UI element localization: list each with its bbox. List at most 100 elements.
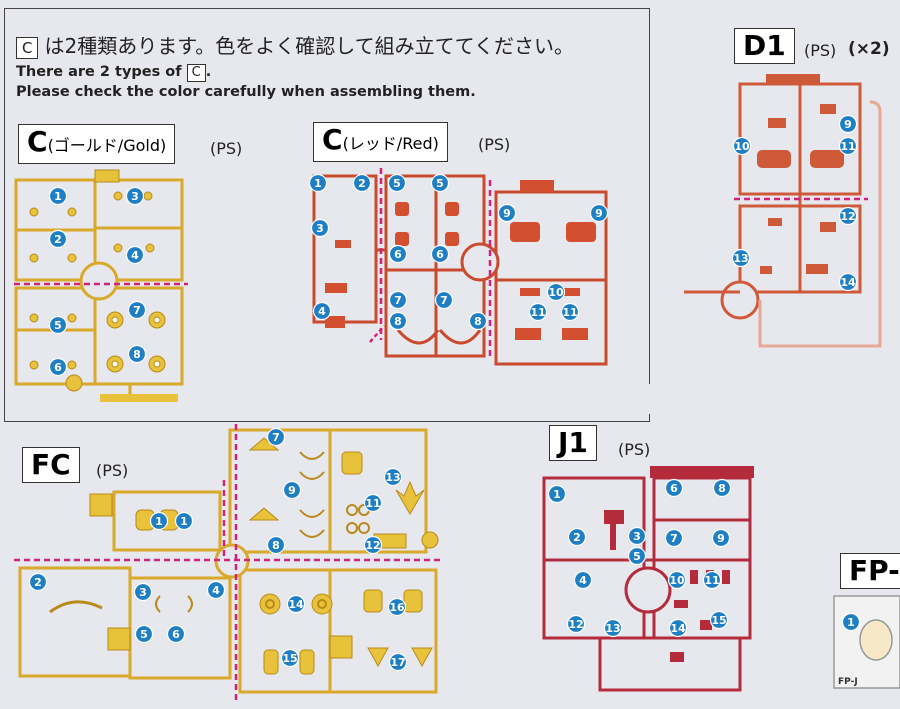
svg-text:6: 6 — [670, 482, 678, 495]
svg-text:7: 7 — [394, 294, 402, 307]
svg-text:7: 7 — [440, 294, 448, 307]
svg-text:9: 9 — [595, 207, 603, 220]
svg-text:2: 2 — [54, 233, 62, 246]
svg-text:8: 8 — [718, 482, 726, 495]
svg-text:1: 1 — [180, 515, 188, 528]
part-marker-c-red-6: 6 — [430, 244, 450, 264]
part-marker-c-gold-8: 8 — [127, 344, 147, 364]
part-marker-j1-14: 14 — [668, 618, 688, 638]
svg-text:12: 12 — [568, 618, 583, 631]
svg-text:7: 7 — [133, 304, 141, 317]
part-marker-j1-9: 9 — [711, 528, 731, 548]
part-marker-c-red-10: 10 — [546, 282, 566, 302]
part-marker-fc-17: 17 — [388, 652, 408, 672]
svg-text:13: 13 — [733, 252, 748, 265]
part-marker-c-red-9: 9 — [589, 203, 609, 223]
part-marker-c-red-11: 11 — [560, 302, 580, 322]
svg-text:10: 10 — [669, 574, 685, 587]
part-marker-c-red-1: 1 — [308, 173, 328, 193]
part-marker-c-red-8: 8 — [468, 311, 488, 331]
svg-text:4: 4 — [212, 584, 220, 597]
part-marker-j1-2: 2 — [567, 527, 587, 547]
part-marker-c-gold-1: 1 — [48, 186, 68, 206]
svg-text:11: 11 — [365, 497, 380, 510]
svg-text:9: 9 — [844, 118, 852, 131]
fc-title: FC — [22, 447, 80, 483]
part-marker-j1-7: 7 — [664, 528, 684, 548]
part-marker-c-red-8: 8 — [388, 311, 408, 331]
svg-text:4: 4 — [131, 249, 139, 262]
c-gold-name: (ゴールド/Gold) — [47, 136, 167, 155]
part-marker-j1-13: 13 — [603, 618, 623, 638]
part-marker-fc-4: 4 — [206, 580, 226, 600]
part-marker-fc-8: 8 — [266, 535, 286, 555]
part-marker-j1-8: 8 — [712, 478, 732, 498]
part-marker-c-gold-5: 5 — [48, 315, 68, 335]
part-marker-c-red-7: 7 — [388, 290, 408, 310]
part-marker-fc-6: 6 — [166, 624, 186, 644]
svg-text:13: 13 — [385, 471, 400, 484]
svg-text:14: 14 — [288, 598, 304, 611]
d1-count: (×2) — [848, 39, 890, 59]
svg-text:5: 5 — [393, 177, 401, 190]
svg-text:5: 5 — [633, 550, 641, 563]
svg-text:13: 13 — [605, 622, 620, 635]
svg-text:8: 8 — [394, 315, 402, 328]
part-marker-j1-3: 3 — [627, 526, 647, 546]
part-marker-c-red-6: 6 — [388, 244, 408, 264]
svg-text:9: 9 — [288, 484, 296, 497]
svg-text:5: 5 — [140, 628, 148, 641]
part-marker-j1-5: 5 — [627, 546, 647, 566]
part-marker-d1-11: 11 — [838, 136, 858, 156]
svg-text:3: 3 — [633, 530, 641, 543]
part-marker-j1-12: 12 — [566, 614, 586, 634]
svg-text:1: 1 — [155, 515, 163, 528]
part-marker-c-gold-2: 2 — [48, 229, 68, 249]
part-marker-fc-15: 15 — [280, 648, 300, 668]
svg-text:3: 3 — [131, 190, 139, 203]
part-marker-fc-2: 2 — [28, 572, 48, 592]
note-en-suffix: . — [205, 64, 212, 80]
svg-text:11: 11 — [704, 574, 719, 587]
note-jp-text: は2種類あります。色をよく確認して組み立ててください。 — [44, 34, 575, 58]
part-marker-c-red-5: 5 — [430, 173, 450, 193]
svg-text:15: 15 — [711, 614, 726, 627]
svg-text:6: 6 — [54, 361, 62, 374]
svg-text:3: 3 — [316, 222, 324, 235]
svg-text:2: 2 — [573, 531, 581, 544]
svg-text:12: 12 — [365, 539, 380, 552]
note-box-gap — [210, 384, 655, 414]
part-marker-d1-9: 9 — [838, 114, 858, 134]
part-marker-j1-6: 6 — [664, 478, 684, 498]
svg-text:9: 9 — [503, 207, 511, 220]
runner-c-gold — [14, 169, 184, 402]
svg-text:6: 6 — [394, 248, 402, 261]
svg-text:17: 17 — [390, 656, 405, 669]
j1-title: J1 — [549, 425, 597, 461]
svg-text:6: 6 — [436, 248, 444, 261]
c-red-material: (PS) — [478, 135, 511, 154]
part-marker-j1-1: 1 — [547, 484, 567, 504]
part-marker-fc-9: 9 — [282, 480, 302, 500]
d1-material: (PS) — [804, 41, 837, 60]
part-marker-j1-10: 10 — [667, 570, 687, 590]
part-marker-c-gold-6: 6 — [48, 357, 68, 377]
j1-material: (PS) — [618, 440, 651, 459]
part-marker-d1-10: 10 — [732, 136, 752, 156]
svg-text:1: 1 — [314, 177, 322, 190]
svg-text:14: 14 — [670, 622, 686, 635]
svg-text:6: 6 — [172, 628, 180, 641]
part-marker-d1-12: 12 — [838, 206, 858, 226]
part-marker-fc-16: 16 — [387, 597, 407, 617]
part-marker-fc-1: 1 — [149, 511, 169, 531]
svg-text:5: 5 — [436, 177, 444, 190]
part-marker-c-red-7: 7 — [434, 290, 454, 310]
svg-text:11: 11 — [840, 140, 855, 153]
part-marker-c-red-11: 11 — [528, 302, 548, 322]
svg-text:12: 12 — [840, 210, 855, 223]
svg-text:8: 8 — [272, 539, 280, 552]
svg-text:2: 2 — [358, 177, 366, 190]
svg-text:1: 1 — [847, 616, 855, 629]
